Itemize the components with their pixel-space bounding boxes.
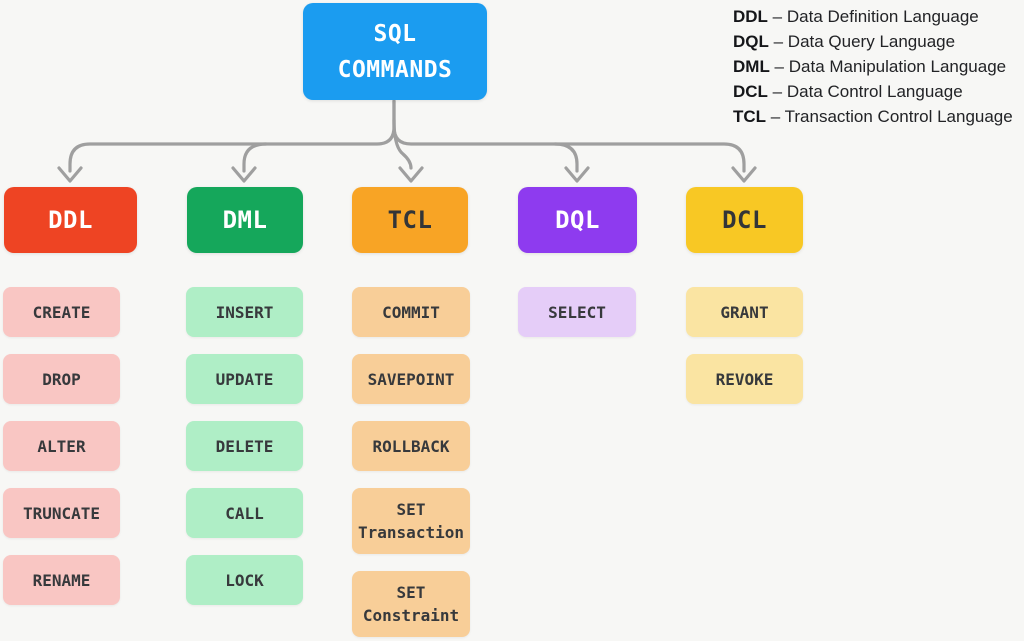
command-label: REVOKE: [715, 369, 774, 389]
command-label: CREATE: [32, 302, 91, 322]
command-label: COMMIT: [382, 302, 440, 322]
command-label: RENAME: [32, 570, 91, 590]
command-create-box: CREATE: [3, 287, 120, 337]
legend-name: Data Query Language: [787, 32, 956, 51]
legend-dash: –: [767, 82, 787, 101]
legend-abbr: DQL: [733, 32, 769, 51]
connector-trunk-left-rail: [68, 99, 396, 173]
legend-item-tcl: TCL – Transaction Control Language: [733, 104, 1024, 129]
category-label: DQL: [555, 206, 600, 234]
category-label: DCL: [722, 206, 767, 234]
command-call-box: CALL: [186, 488, 303, 538]
category-label: DDL: [48, 206, 93, 234]
command-truncate-box: TRUNCATE: [3, 488, 120, 538]
legend-name: Data Control Language: [786, 82, 963, 101]
legend-abbr: DCL: [733, 82, 768, 101]
legend-name: Data Manipulation Language: [788, 57, 1007, 76]
legend-abbr: DML: [733, 57, 770, 76]
arrowhead-ddl-icon: [57, 166, 83, 183]
command-label: DELETE: [215, 436, 274, 456]
category-label: TCL: [387, 206, 433, 234]
command-label: SAVEPOINT: [367, 369, 455, 389]
command-label: TRUNCATE: [22, 503, 101, 523]
legend-item-dml: DML – Data Manipulation Language: [733, 54, 1024, 79]
command-label: UPDATE: [215, 369, 274, 389]
command-set-constraint-box: SET Constraint: [352, 571, 470, 637]
command-delete-box: DELETE: [186, 421, 303, 471]
command-select-box: SELECT: [518, 287, 636, 337]
command-label: DROP: [42, 369, 81, 389]
command-savepoint-box: SAVEPOINT: [352, 354, 470, 404]
command-label: LOCK: [225, 570, 264, 590]
command-rollback-box: ROLLBACK: [352, 421, 470, 471]
command-label: SET Constraint: [362, 583, 460, 625]
sql-commands-root-box: SQL COMMANDS: [303, 3, 487, 100]
legend-dash: –: [767, 7, 787, 26]
legend-item-ddl: DDL – Data Definition Language: [733, 4, 1024, 29]
command-label: SET Transaction: [358, 500, 464, 542]
command-revoke-box: REVOKE: [686, 354, 803, 404]
legend-item-dql: DQL – Data Query Language: [733, 29, 1024, 54]
legend-abbr: DDL: [733, 7, 768, 26]
command-set-transaction-box: SET Transaction: [352, 488, 470, 554]
connector-branch-tcl: [392, 118, 413, 170]
command-label: GRANT: [720, 302, 769, 322]
category-dql-box: DQL: [518, 187, 637, 253]
arrowhead-dcl-icon: [731, 166, 757, 183]
command-alter-box: ALTER: [3, 421, 120, 471]
arrowhead-dql-icon: [564, 166, 590, 183]
command-commit-box: COMMIT: [352, 287, 470, 337]
command-insert-box: INSERT: [186, 287, 303, 337]
legend-dash: –: [768, 32, 788, 51]
legend-abbr: TCL: [733, 107, 767, 126]
command-lock-box: LOCK: [186, 555, 303, 605]
legend-name: Data Definition Language: [786, 7, 979, 26]
command-label: INSERT: [215, 302, 274, 322]
command-label: SELECT: [548, 302, 606, 322]
command-label: ALTER: [37, 436, 86, 456]
category-dml-box: DML: [187, 187, 303, 253]
connector-branch-dml: [242, 142, 268, 173]
command-label: CALL: [225, 503, 264, 523]
legend-name: Transaction Control Language: [784, 107, 1013, 126]
command-update-box: UPDATE: [186, 354, 303, 404]
legend-item-dcl: DCL – Data Control Language: [733, 79, 1024, 104]
legend-dash: –: [766, 107, 785, 126]
arrowhead-dml-icon: [231, 166, 257, 183]
root-label-line1: SQL: [373, 20, 417, 47]
category-tcl-box: TCL: [352, 187, 468, 253]
command-label: ROLLBACK: [372, 436, 450, 456]
connector-trunk-right-rail: [392, 99, 746, 173]
category-ddl-box: DDL: [4, 187, 137, 253]
category-label: DML: [222, 206, 268, 234]
arrowhead-tcl-icon: [398, 166, 424, 183]
connector-branch-dql: [553, 142, 579, 173]
category-dcl-box: DCL: [686, 187, 803, 253]
command-drop-box: DROP: [3, 354, 120, 404]
command-rename-box: RENAME: [3, 555, 120, 605]
legend-dash: –: [769, 57, 789, 76]
command-grant-box: GRANT: [686, 287, 803, 337]
root-label-line2: COMMANDS: [337, 56, 453, 83]
